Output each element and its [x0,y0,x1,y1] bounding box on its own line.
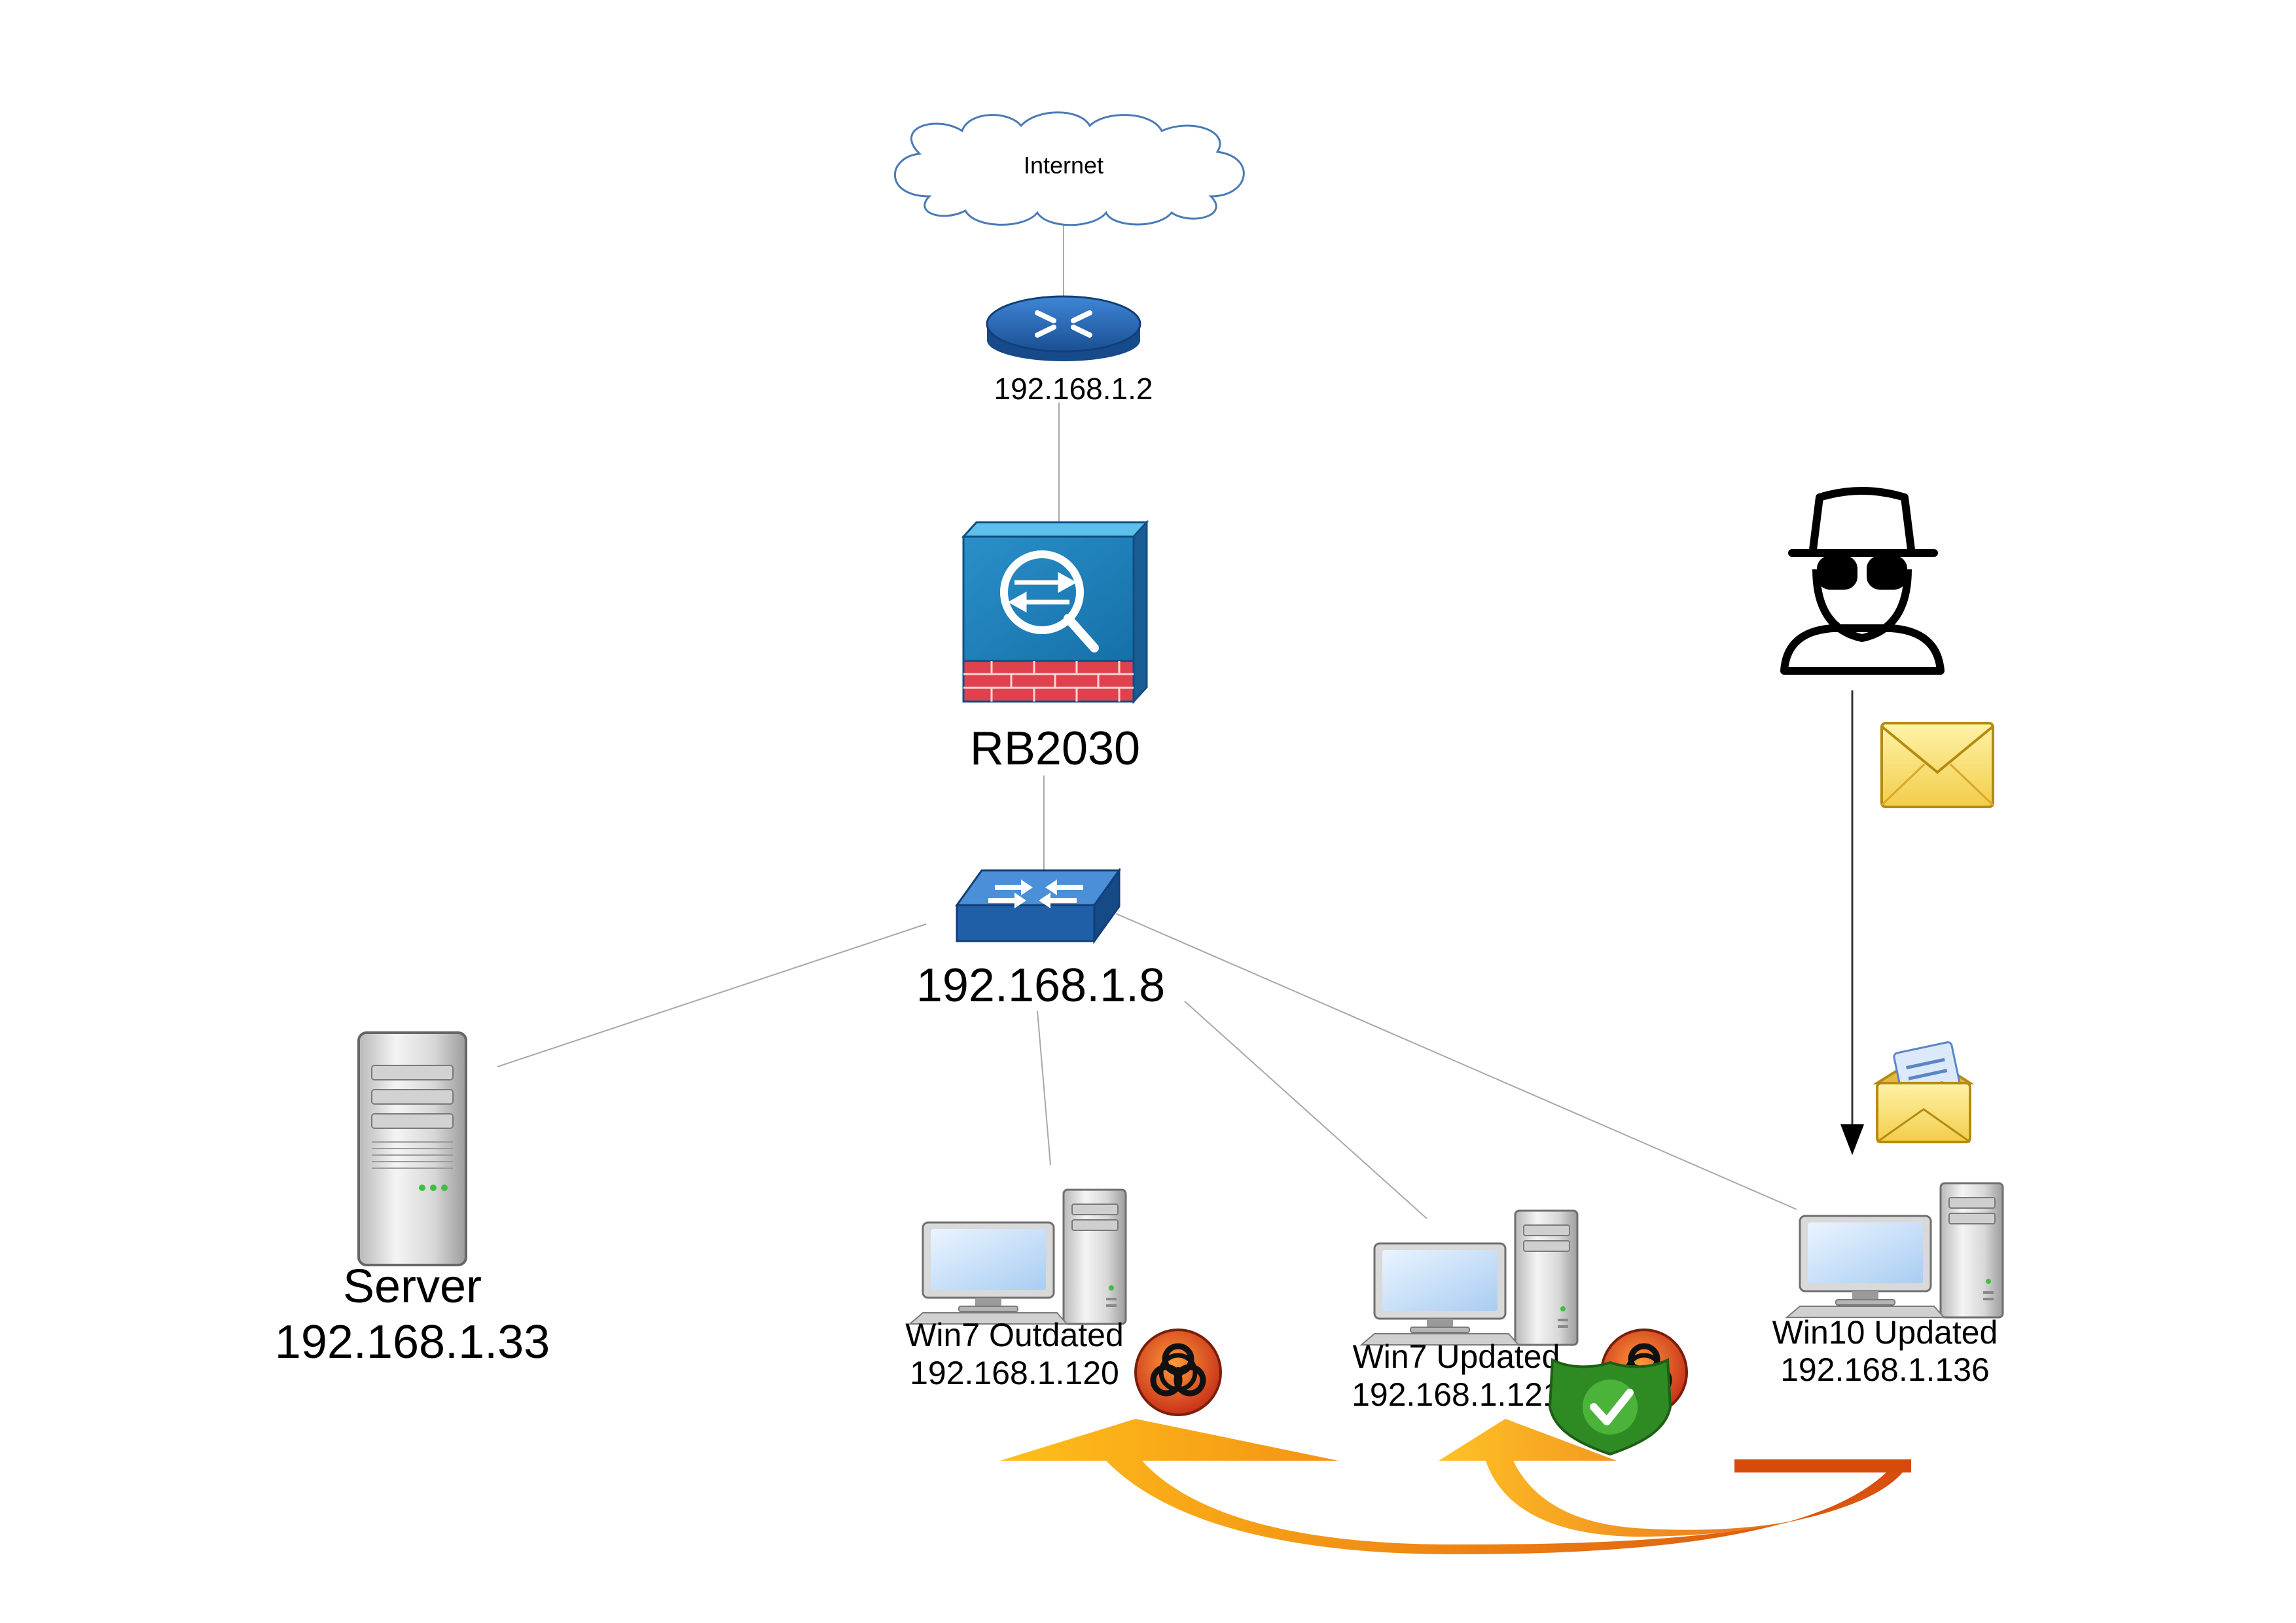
firewall-icon [961,520,1149,704]
attacker-spy-icon [1780,487,1945,675]
router-icon [986,295,1141,361]
attack-vector-arrow [1840,690,1864,1155]
internet-cloud: Internet [894,111,1245,226]
pc-name: Win7 Outdated [905,1317,1124,1353]
pc-ip: 192.168.1.120 [910,1355,1119,1391]
desktop-pc-icon [1360,1209,1579,1346]
spread-arrow-to-win7-updated [1439,1419,1911,1537]
switch-ip: 192.168.1.8 [916,959,1165,1012]
switch-icon [955,867,1121,944]
router[interactable]: 192.168.1.2 [986,295,1153,406]
server-ip: 192.168.1.33 [275,1316,550,1368]
pc-name: Win7 Updated [1353,1338,1560,1375]
link-switch-win7-updated [1184,1001,1427,1219]
server-name: Server [343,1260,482,1313]
firewall-name: RB2030 [970,722,1140,775]
server-icon [357,1031,467,1266]
pc-win10-updated[interactable]: Win10 Updated 192.168.1.136 [1772,1182,2004,1388]
biohazard-icon [1136,1330,1221,1415]
link-switch-server [497,923,927,1067]
pc-win7-updated[interactable]: Win7 Updated 192.168.1.121 [1352,1209,1687,1456]
switch[interactable]: 192.168.1.8 [916,867,1165,1012]
firewall-rb2030[interactable]: RB2030 [961,520,1149,775]
server[interactable]: Server 192.168.1.33 [275,1031,550,1368]
shield-check-icon [1548,1357,1672,1456]
pc-ip: 192.168.1.136 [1780,1351,1990,1388]
envelope-icon [1880,722,1994,808]
desktop-pc-icon [908,1188,1127,1325]
spread-arrow-to-win7-outdated [1000,1419,1911,1554]
internet-label: Internet [1024,152,1103,179]
link-switch-win10 [1115,913,1797,1210]
link-switch-win7-outdated [1037,1010,1051,1166]
pc-ip: 192.168.1.121 [1352,1376,1561,1413]
infection-spread-arrows [1000,1419,1911,1554]
network-links [497,213,1797,1219]
router-ip: 192.168.1.2 [994,372,1153,406]
pc-name: Win10 Updated [1772,1314,1998,1351]
pc-win7-outdated[interactable]: Win7 Outdated 192.168.1.120 [905,1188,1221,1415]
desktop-pc-icon [1785,1182,2004,1319]
open-envelope-icon [1873,1041,1975,1143]
